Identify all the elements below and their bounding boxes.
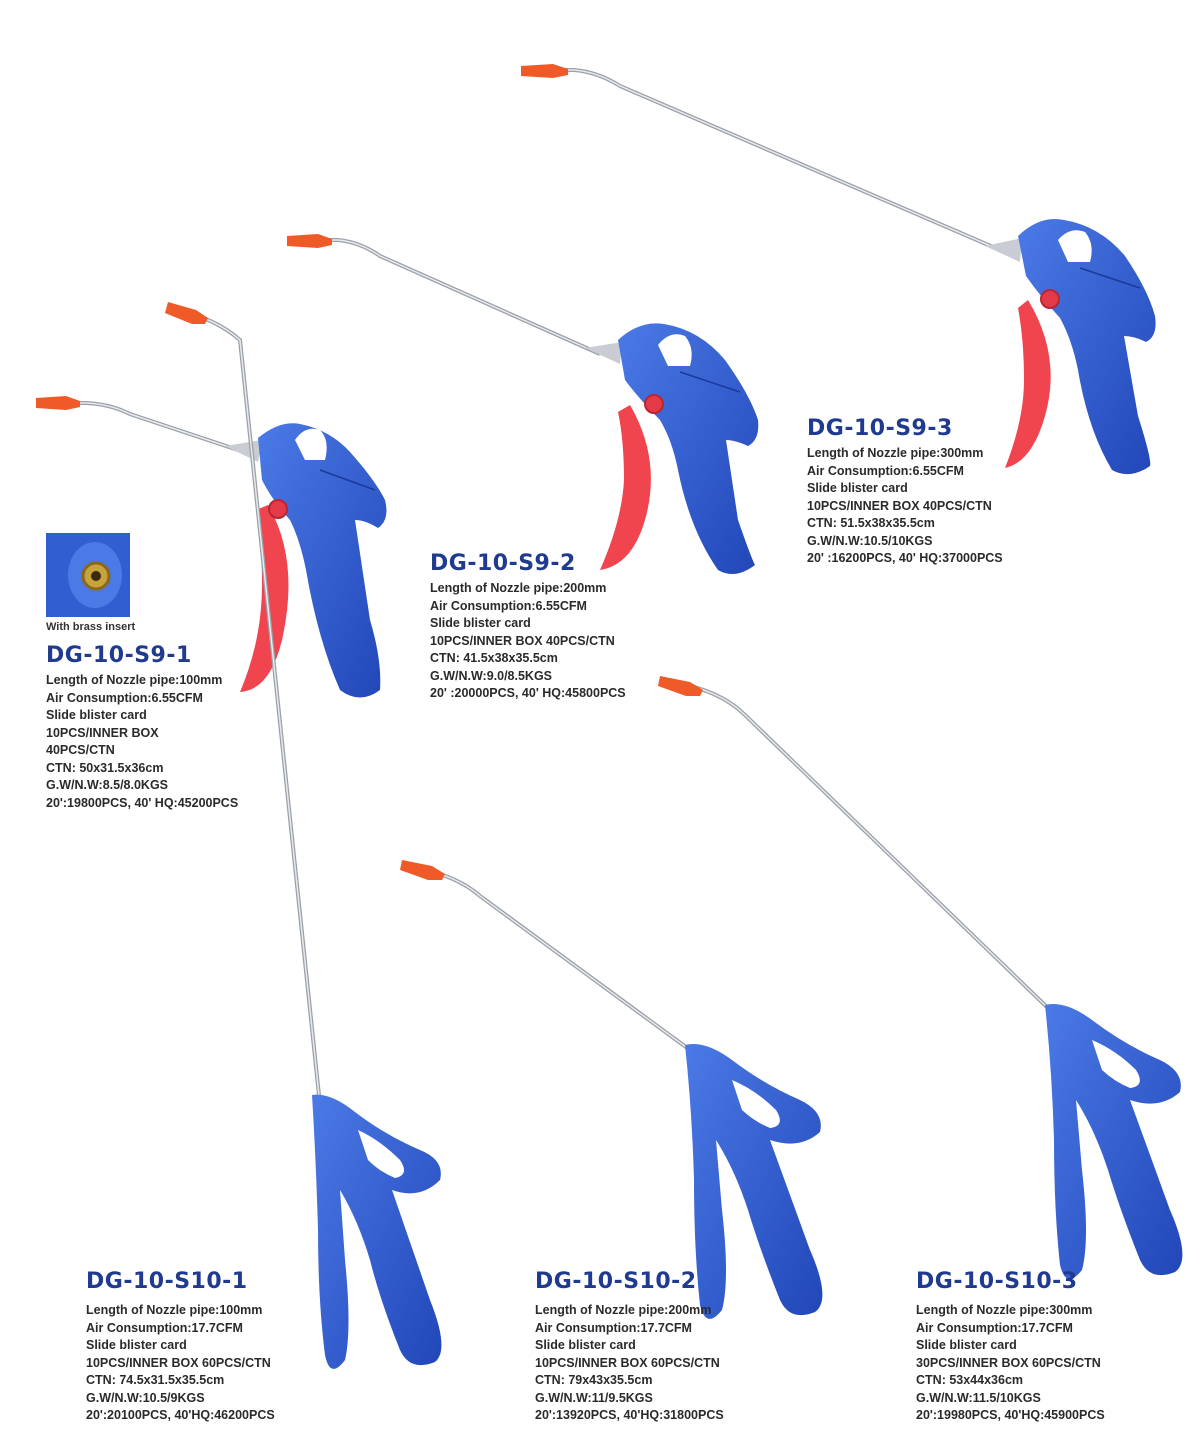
spec-line: Length of Nozzle pipe:100mm: [86, 1303, 263, 1317]
spec-line: Slide blister card: [916, 1338, 1017, 1352]
spec-line: Length of Nozzle pipe:200mm: [535, 1303, 712, 1317]
spec-line: 10PCS/INNER BOX 60PCS/CTN: [535, 1355, 720, 1370]
spec-line: Slide blister card: [430, 616, 531, 630]
model-title: DG-10-S9-2: [430, 551, 576, 576]
spec-line: Slide blister card: [535, 1338, 636, 1352]
spec-line: G.W/N.W:9.0/8.5KGS: [430, 668, 553, 683]
spec-line: CTN: 50x31.5x36cm: [46, 760, 164, 775]
spec-line: 20':13920PCS, 40'HQ:31800PCS: [535, 1408, 724, 1422]
spec-line: 20':20100PCS, 40'HQ:46200PCS: [86, 1408, 275, 1422]
spec-line: Air Consumption:17.7CFM: [535, 1320, 692, 1335]
spec-line: 10PCS/INNER BOX 40PCS/CTN: [807, 498, 992, 513]
spec-line: Air Consumption:17.7CFM: [86, 1320, 243, 1335]
model-title: DG-10-S10-1: [86, 1269, 248, 1294]
spec-line: G.W/N.W:11.5/10KGS: [916, 1390, 1041, 1405]
spec-line: 20' :16200PCS, 40' HQ:37000PCS: [807, 551, 1003, 565]
model-title: DG-10-S9-1: [46, 643, 192, 668]
spec-line: Air Consumption:17.7CFM: [916, 1320, 1073, 1335]
spec-line: Air Consumption:6.55CFM: [430, 598, 587, 613]
model-title: DG-10-S10-3: [916, 1269, 1078, 1294]
gun-dg-10-s10-1: [165, 302, 442, 1369]
spec-line: Length of Nozzle pipe:200mm: [430, 581, 607, 595]
spec-line: CTN: 74.5x31.5x35.5cm: [86, 1373, 225, 1387]
spec-line: 30PCS/INNER BOX 60PCS/CTN: [916, 1355, 1101, 1370]
spec-block-dg-10-s10-3: DG-10-S10-3 Length of Nozzle pipe:300mm …: [916, 1269, 1105, 1425]
spec-line: 20' :20000PCS, 40' HQ:45800PCS: [430, 686, 626, 700]
spec-line: Length of Nozzle pipe:300mm: [807, 446, 984, 460]
spec-line: CTN: 53x44x36cm: [916, 1373, 1024, 1387]
gun-dg-10-s10-3: [658, 676, 1183, 1279]
spec-line: CTN: 79x43x35.5cm: [535, 1373, 653, 1387]
spec-line: 10PCS/INNER BOX: [46, 725, 159, 740]
spec-block-dg-10-s9-3: DG-10-S9-3 Length of Nozzle pipe:300mm A…: [807, 416, 1003, 568]
spec-line: G.W/N.W:10.5/10KGS: [807, 533, 933, 548]
spec-line: Slide blister card: [86, 1338, 187, 1352]
spec-line: 20':19800PCS, 40' HQ:45200PCS: [46, 795, 239, 810]
spec-line: G.W/N.W:10.5/9KGS: [86, 1390, 205, 1405]
spec-line: Slide blister card: [46, 708, 147, 722]
spec-line: 20':19980PCS, 40'HQ:45900PCS: [916, 1408, 1105, 1422]
spec-block-dg-10-s10-2: DG-10-S10-2 Length of Nozzle pipe:200mm …: [535, 1269, 724, 1425]
gun-dg-10-s9-3: [521, 64, 1156, 475]
spec-line: Length of Nozzle pipe:300mm: [916, 1303, 1093, 1317]
spec-block-dg-10-s9-2: DG-10-S9-2 Length of Nozzle pipe:200mm A…: [430, 551, 626, 703]
gun-dg-10-s10-2: [400, 860, 823, 1319]
spec-line: Slide blister card: [807, 481, 908, 495]
spec-line: Air Consumption:6.55CFM: [807, 463, 964, 478]
spec-line: 10PCS/INNER BOX 40PCS/CTN: [430, 633, 615, 648]
spec-line: CTN: 51.5x38x35.5cm: [807, 516, 935, 530]
spec-line: G.W/N.W:11/9.5KGS: [535, 1390, 653, 1405]
spec-line: Air Consumption:6.55CFM: [46, 690, 203, 705]
gun-dg-10-s9-2: [287, 234, 759, 574]
spec-block-dg-10-s9-1: DG-10-S9-1 Length of Nozzle pipe:100mm A…: [46, 643, 238, 812]
model-title: DG-10-S9-3: [807, 416, 953, 441]
spec-line: CTN: 41.5x38x35.5cm: [430, 651, 558, 665]
spec-line: 40PCS/CTN: [46, 743, 115, 757]
model-title: DG-10-S10-2: [535, 1269, 697, 1294]
spec-line: Length of Nozzle pipe:100mm: [46, 673, 223, 687]
brass-insert-caption: With brass insert: [46, 621, 136, 633]
brass-insert-image: [46, 533, 130, 617]
spec-block-dg-10-s10-1: DG-10-S10-1 Length of Nozzle pipe:100mm …: [86, 1269, 275, 1425]
spec-line: G.W/N.W:8.5/8.0KGS: [46, 778, 169, 792]
spec-line: 10PCS/INNER BOX 60PCS/CTN: [86, 1355, 271, 1370]
